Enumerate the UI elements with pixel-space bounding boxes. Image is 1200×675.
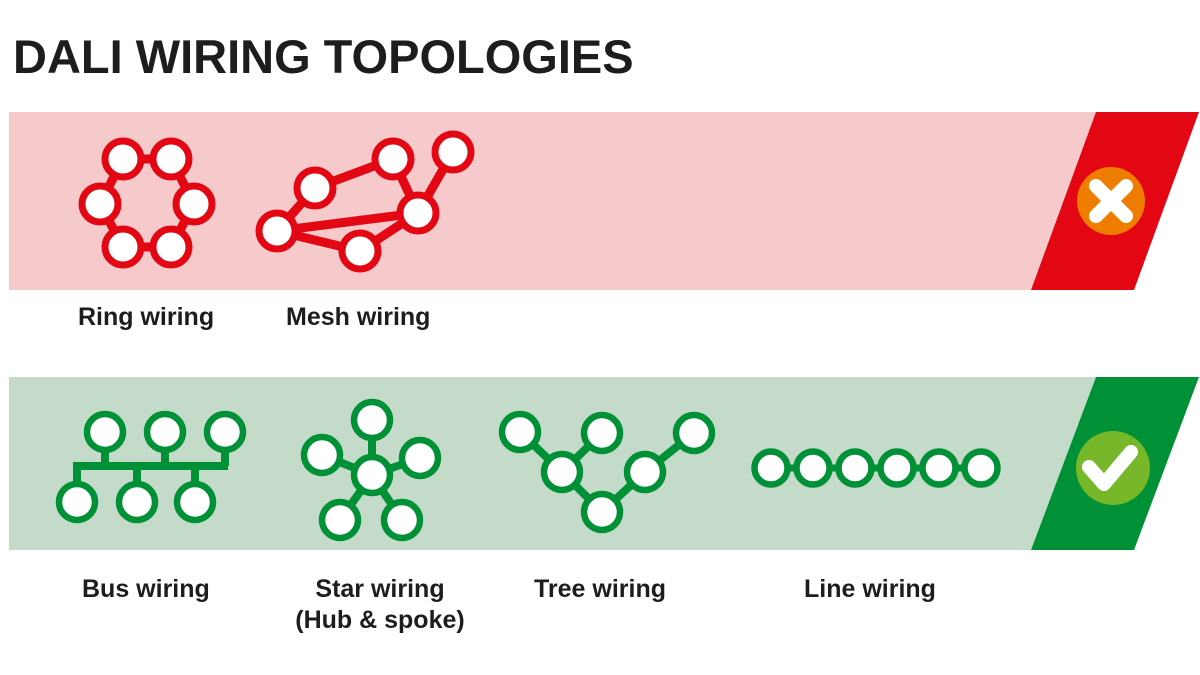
node [203,410,247,454]
check-icon [1076,431,1150,505]
node [835,448,875,488]
node [55,480,99,524]
hub-node [350,453,394,497]
node [396,191,440,235]
node [255,209,299,253]
label-ring-wiring: Ring wiring [78,303,215,331]
node [338,229,382,273]
label-line-wiring: Line wiring [804,575,936,603]
label-star-wiring-line1: Star wiring [315,575,445,603]
node [371,137,415,181]
node [293,166,337,210]
mesh-nodes [255,130,475,273]
node [580,490,624,534]
node [380,498,424,542]
node [300,433,344,477]
node [115,480,159,524]
ring-nodes [78,137,216,269]
bad-band [9,112,1199,290]
mesh-wiring-diagram [255,130,475,273]
label-star-wiring: Star wiring (Hub & spoke) [290,574,470,636]
label-mesh-wiring: Mesh wiring [286,303,431,331]
node [919,448,959,488]
node [498,410,542,454]
good-band [9,377,1199,550]
star-wiring-diagram [300,398,442,542]
node [101,137,145,181]
bus-nodes [55,410,247,524]
node [398,436,442,480]
node [793,448,833,488]
node [143,410,187,454]
check-icon-stroke [1082,445,1138,491]
node [431,130,475,174]
tree-nodes [498,410,716,534]
star-nodes [300,398,442,542]
label-bus-wiring: Bus wiring [82,575,210,603]
bus-wiring-diagram [55,410,247,524]
node [540,450,584,494]
line-wiring-diagram [751,448,1001,488]
label-tree-wiring: Tree wiring [534,575,666,603]
line-nodes [751,448,1001,488]
node [350,398,394,442]
node [172,182,216,226]
node [149,225,193,269]
tree-wiring-diagram [498,410,716,534]
node [961,448,1001,488]
node [318,498,362,542]
label-star-wiring-line2: (Hub & spoke) [295,606,465,634]
node [78,182,122,226]
node [672,411,716,455]
node [149,137,193,181]
node [101,225,145,269]
node [751,448,791,488]
ring-wiring-diagram [78,137,216,269]
x-icon [1077,167,1145,235]
page-title: DALI WIRING TOPOLOGIES [13,30,634,83]
node [580,411,624,455]
x-icon-stroke [1089,179,1133,223]
node [877,448,917,488]
node [173,480,217,524]
node [623,450,667,494]
node [83,410,127,454]
